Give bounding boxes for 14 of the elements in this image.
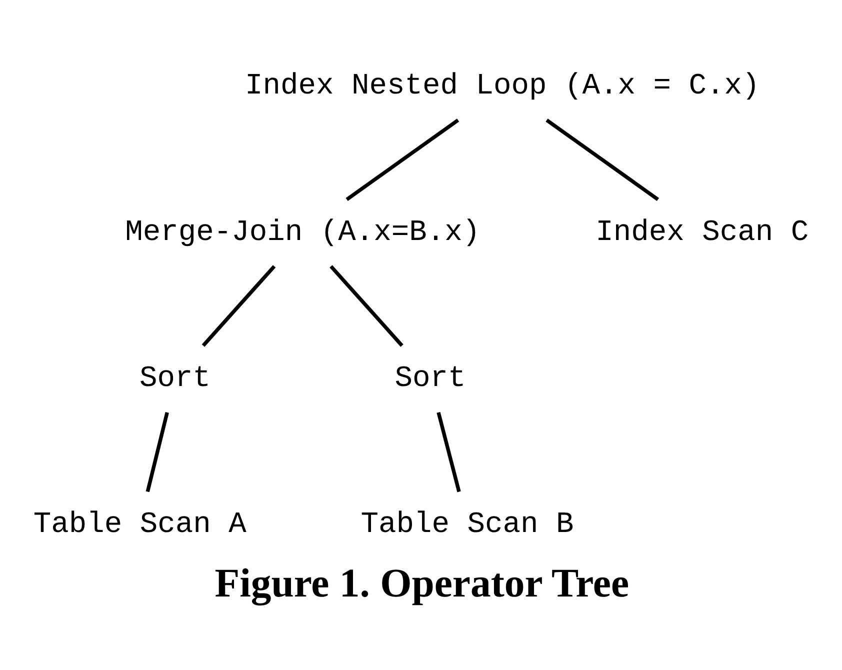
connector — [146, 412, 169, 492]
node-text: Table Scan B — [360, 506, 574, 541]
node-text: Table Scan A — [33, 506, 246, 541]
connector — [202, 264, 276, 346]
connector — [546, 118, 660, 200]
caption: Figure 1. Operator Tree — [214, 560, 630, 606]
node-text: Sort — [394, 360, 466, 394]
connector — [346, 118, 460, 200]
node-text: Index Scan C — [596, 214, 809, 248]
node-text: Index Nested Loop (A.x = C.x) — [245, 68, 760, 102]
connector — [436, 411, 461, 492]
node-text: Merge-Join (A.x=B.x) — [125, 214, 480, 248]
connector — [330, 264, 404, 346]
node-text: Sort — [139, 360, 210, 394]
